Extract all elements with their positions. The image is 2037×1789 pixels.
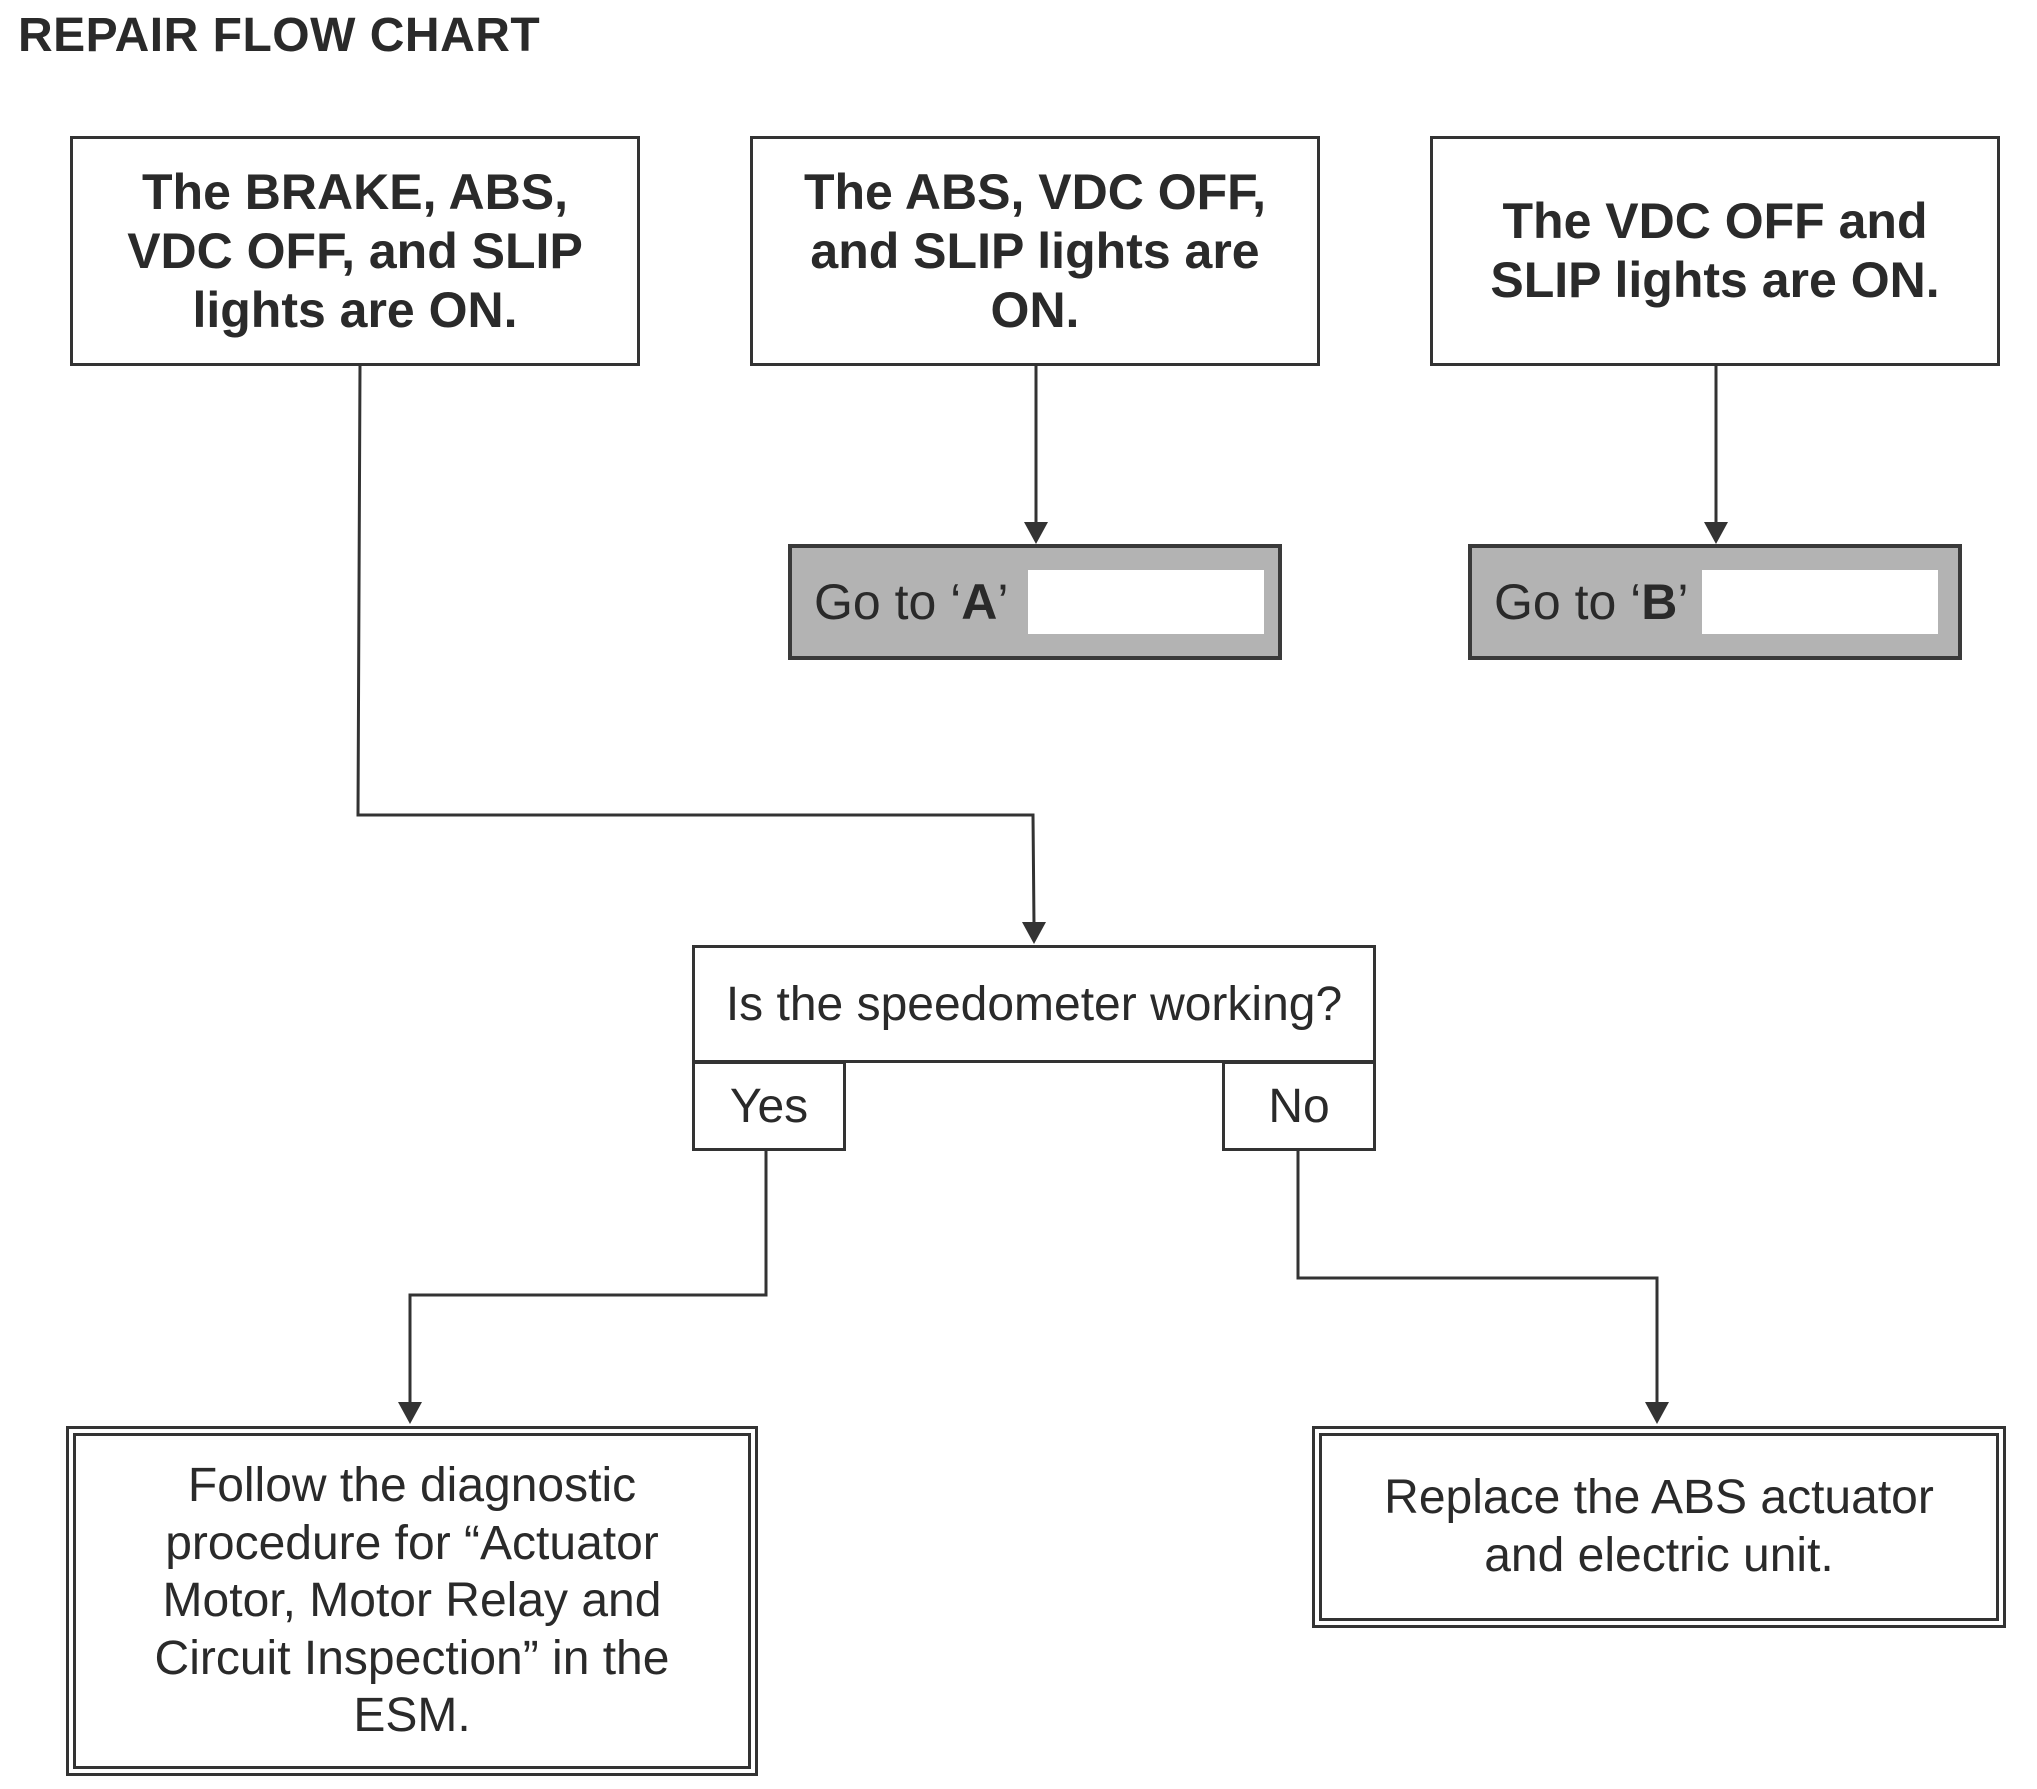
arrowhead-result2 [1645,1402,1669,1424]
goto-b-letter: B [1641,574,1678,630]
result-text-2: Replace the ABS actuator and electric un… [1384,1471,1934,1582]
condition-box-3: The VDC OFF and SLIP lights are ON. [1430,136,2000,366]
condition-text-2: The ABS, VDC OFF, and SLIP lights are ON… [803,163,1267,338]
arrowhead-question [1022,922,1046,944]
goto-a-redaction [1028,570,1264,634]
answer-no-label: No [1268,1079,1330,1133]
condition-box-1: The BRAKE, ABS, VDC OFF, and SLIP lights… [70,136,640,366]
result-text-1: Follow the diagnostic procedure for “Act… [154,1459,670,1743]
goto-b-prefix: Go to ‘ [1494,574,1642,630]
condition-text-1: The BRAKE, ABS, VDC OFF, and SLIP lights… [127,163,583,338]
page-title: REPAIR FLOW CHART [18,9,541,62]
question-text: Is the speedometer working? [725,977,1343,1031]
connector-condition1-to-question [356,364,1036,926]
connector-no-to-result2 [1296,1150,1659,1405]
answer-yes-label: Yes [729,1079,809,1133]
arrowhead-goto-b [1704,522,1728,544]
arrowhead-result1 [398,1402,422,1424]
goto-b-redaction [1702,570,1938,634]
goto-a-letter: A [961,574,998,630]
result-box-1: Follow the diagnostic procedure for “Act… [66,1426,758,1776]
answer-no-box[interactable]: No [1222,1061,1376,1151]
goto-b-box[interactable]: Go to ‘B’ [1468,544,1962,660]
goto-a-label: Go to ‘A’ [814,573,1009,631]
goto-a-box[interactable]: Go to ‘A’ [788,544,1282,660]
goto-b-suffix: ’ [1677,574,1689,630]
goto-a-prefix: Go to ‘ [814,574,962,630]
answer-yes-box[interactable]: Yes [692,1061,846,1151]
arrowhead-goto-a [1024,522,1048,544]
goto-a-suffix: ’ [997,574,1009,630]
question-box: Is the speedometer working? [692,945,1376,1063]
goto-b-label: Go to ‘B’ [1494,573,1689,631]
result-box-2: Replace the ABS actuator and electric un… [1312,1426,2006,1628]
connector-yes-to-result1 [408,1150,768,1405]
condition-text-3: The VDC OFF and SLIP lights are ON. [1490,193,1940,308]
condition-box-2: The ABS, VDC OFF, and SLIP lights are ON… [750,136,1320,366]
